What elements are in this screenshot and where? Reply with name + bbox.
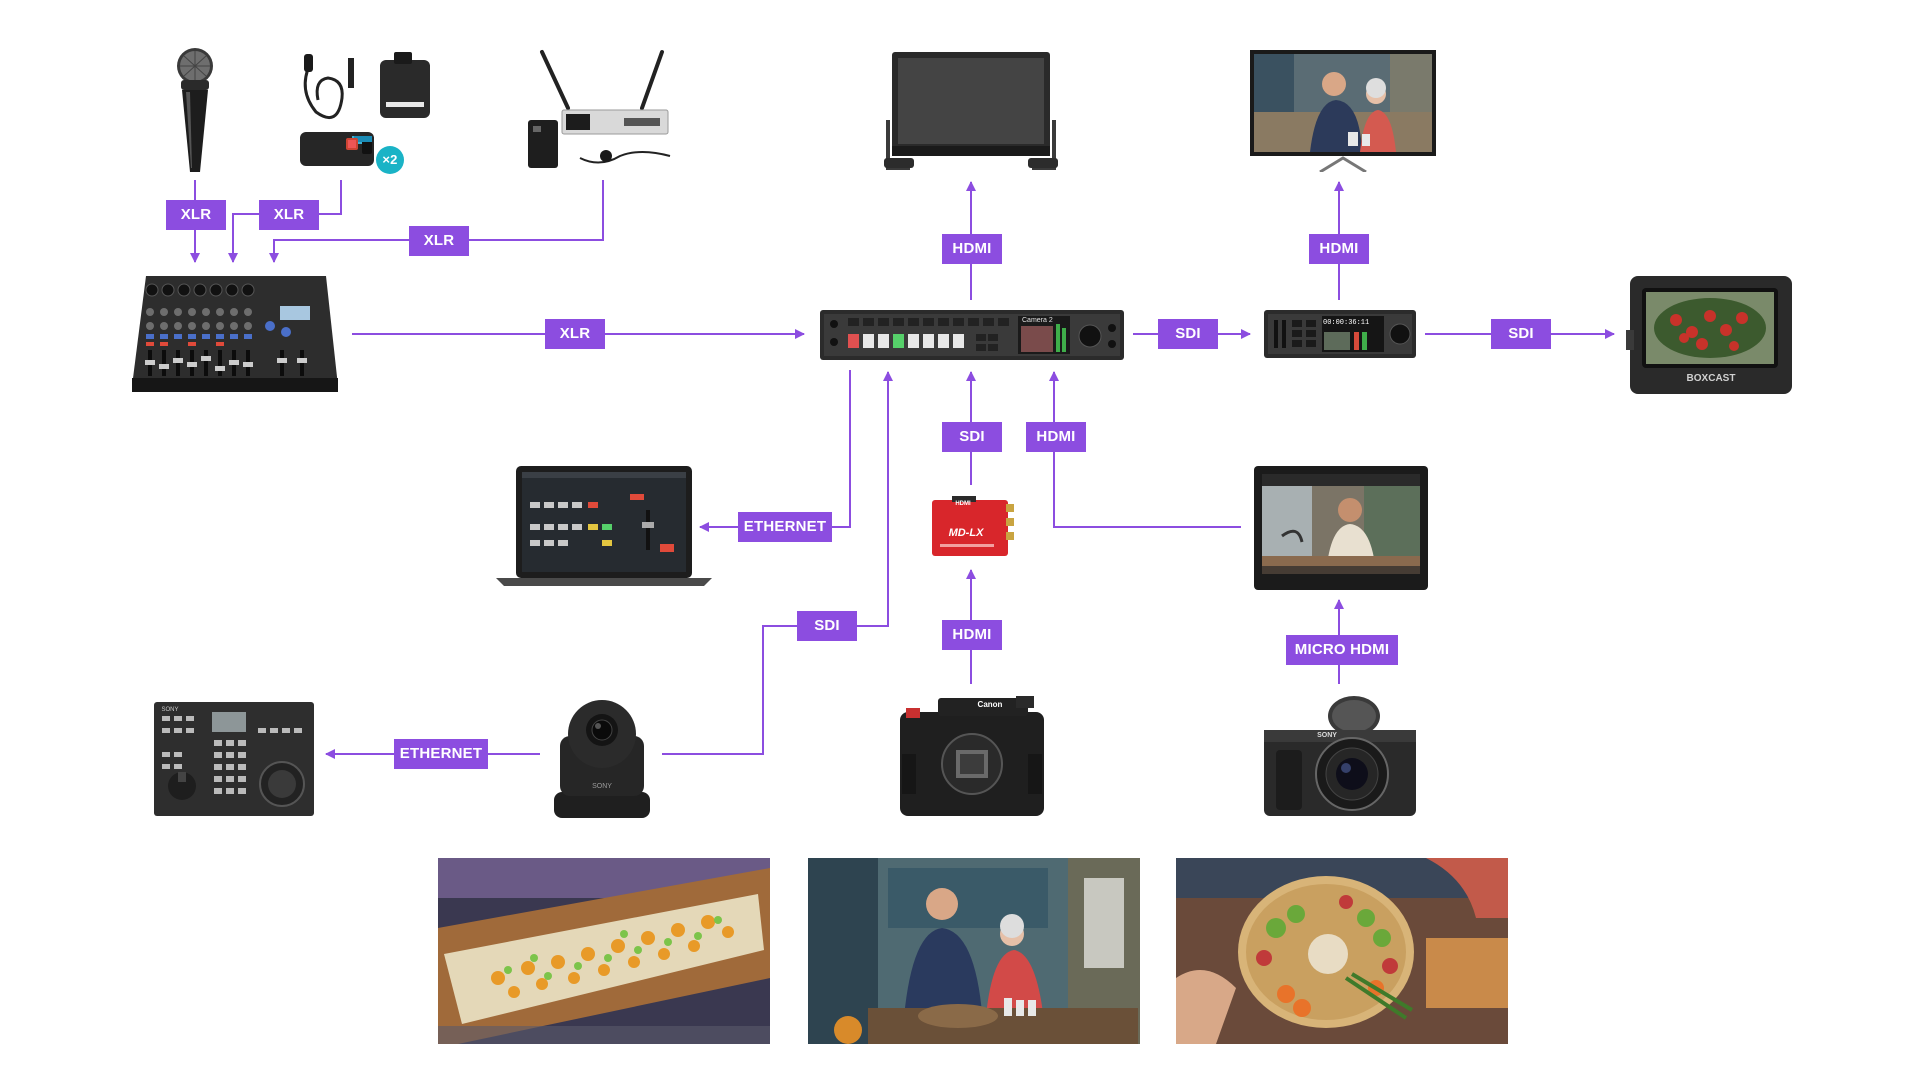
- food-shot-platter: [1176, 858, 1508, 1044]
- connector-label-sdi-ptz: SDI: [797, 611, 857, 641]
- boxcast-label: BOXCAST: [1686, 373, 1736, 384]
- connector-label-sdi-converter: SDI: [942, 422, 1002, 452]
- controller-brand-label: SONY: [161, 707, 179, 713]
- connector-label-hdmi-canon: HDMI: [942, 620, 1002, 650]
- mini-converter: [930, 494, 1018, 560]
- recording-deck: [1264, 308, 1416, 360]
- ptz-controller: [152, 698, 316, 818]
- field-monitor-recorder: [1254, 466, 1428, 590]
- connector-label-hdmi-monitor: HDMI: [942, 234, 1002, 264]
- recorder-timecode: 00:00:36:11: [1323, 319, 1370, 327]
- connector-label-micro-hdmi-sony: MICRO HDMI: [1286, 635, 1398, 665]
- wireless-receiver-kit: [520, 48, 688, 174]
- laptop: [496, 464, 712, 588]
- handheld-microphone: [172, 48, 218, 174]
- video-switcher: [820, 308, 1124, 362]
- connector-label-xlr-mic: XLR: [166, 200, 226, 230]
- television: [1250, 50, 1436, 172]
- food-shot-flatbread: [438, 858, 770, 1044]
- connector-label-xlr-lav: XLR: [259, 200, 319, 230]
- reference-monitor: [884, 50, 1058, 172]
- connector-label-hdmi-atomos: HDMI: [1026, 422, 1086, 452]
- cooking-show-shot: [808, 858, 1140, 1044]
- boxcast-encoder: [1626, 272, 1796, 398]
- connector-label-xlr-mixer-out: XLR: [545, 319, 605, 349]
- canon-brand-label: Canon: [977, 700, 1003, 709]
- mirrorless-camera: [1262, 694, 1418, 818]
- connector-label-sdi-recorder-out: SDI: [1491, 319, 1551, 349]
- connector-label-sdi-switcher-out: SDI: [1158, 319, 1218, 349]
- lavalier-wireless-kit: [294, 50, 446, 178]
- connector-label-ethernet-controller: ETHERNET: [394, 739, 488, 769]
- ptz-camera: [550, 694, 654, 820]
- cinema-camera: [898, 694, 1046, 818]
- line-ptz-switcher: [662, 371, 893, 755]
- switcher-screen-label: Camera 2: [1022, 317, 1053, 324]
- line-switcher-laptop: [699, 370, 851, 532]
- converter-brand-label: HDMI: [955, 501, 971, 507]
- connector-label-ethernet-laptop: ETHERNET: [738, 512, 832, 542]
- sony-brand-label: SONY: [1317, 732, 1337, 739]
- audio-mixer: [130, 272, 340, 394]
- multiplier-badge: ×2: [376, 146, 404, 174]
- connector-label-hdmi-tv: HDMI: [1309, 234, 1369, 264]
- converter-model-label: MD-LX: [948, 527, 984, 539]
- ptz-brand-label: SONY: [592, 783, 612, 790]
- connector-label-xlr-wireless: XLR: [409, 226, 469, 256]
